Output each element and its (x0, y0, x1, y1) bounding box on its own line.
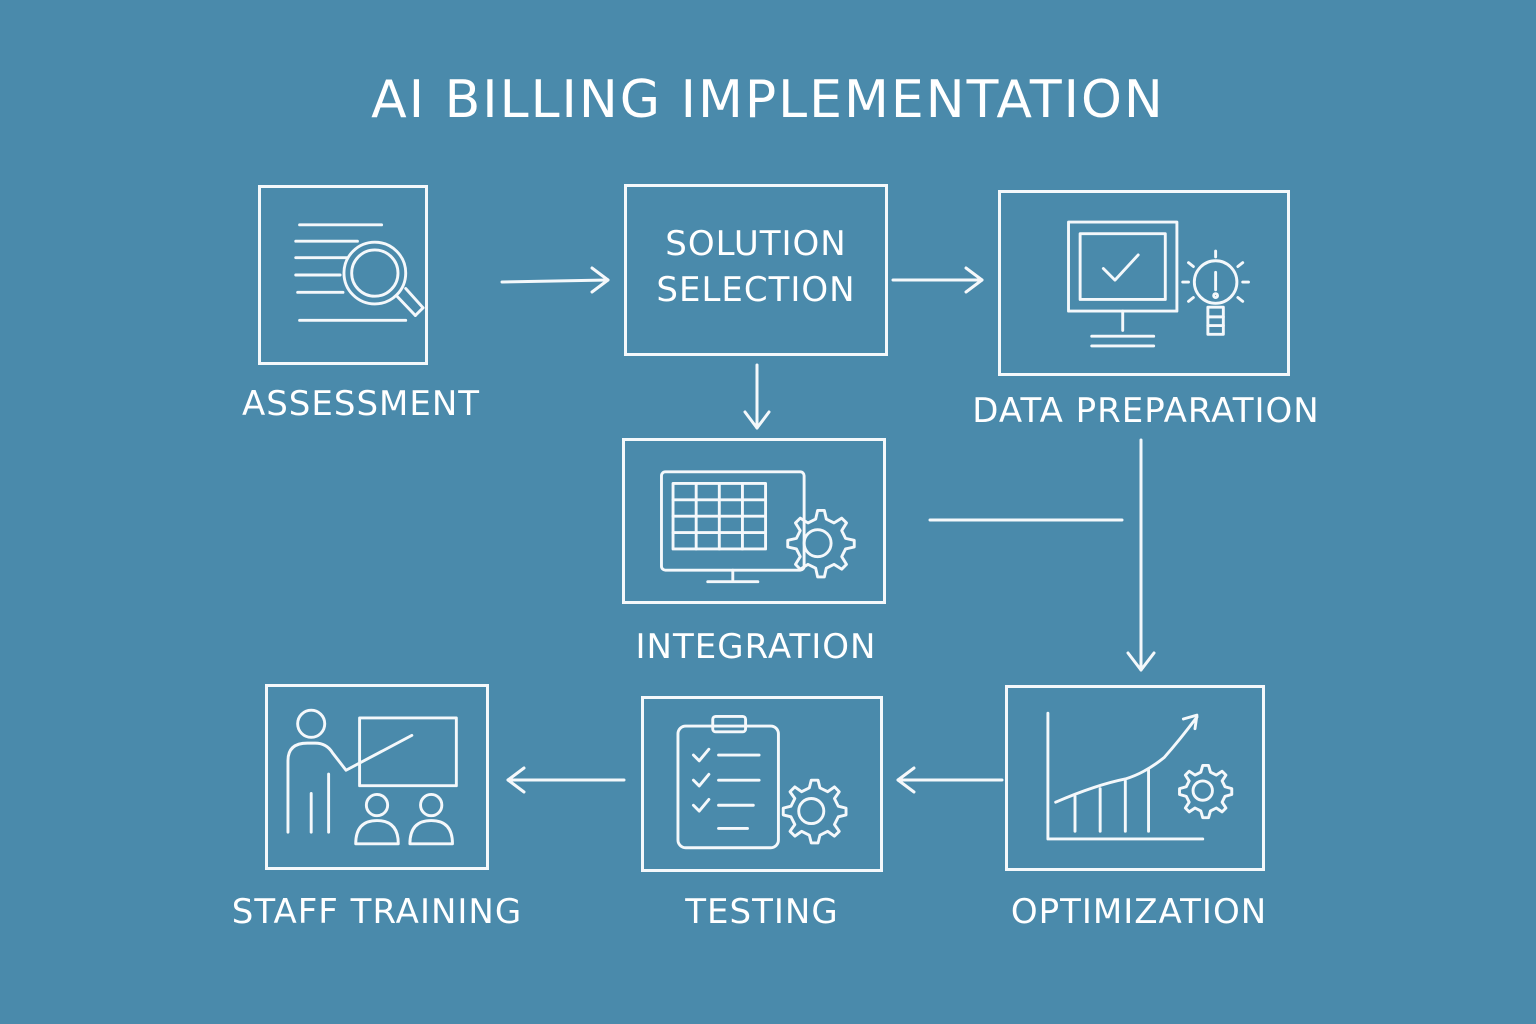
solution-selection-label-line1: SOLUTION (665, 224, 847, 264)
growth-chart-gear-icon (1046, 711, 1234, 841)
integration-box (622, 438, 886, 604)
integration-label: INTEGRATION (635, 627, 877, 667)
arrowhead-testing-to-training (506, 766, 526, 794)
arrowhead-selection-to-integration (743, 410, 771, 430)
testing-label: TESTING (685, 892, 839, 932)
arrow-assessment-to-selection (500, 278, 610, 284)
presenter-audience-icon (286, 708, 458, 846)
assessment-box (258, 185, 428, 365)
solution-selection-box: SOLUTION SELECTION (624, 184, 888, 356)
assessment-label: ASSESSMENT (241, 384, 481, 424)
data-preparation-box (998, 190, 1290, 376)
data-preparation-label: DATA PREPARATION (972, 391, 1320, 431)
solution-selection-label-line2: SELECTION (656, 270, 856, 310)
arrowhead-selection-to-dataprep (964, 266, 984, 294)
document-magnifier-icon (294, 223, 425, 322)
checklist-gear-icon (676, 714, 848, 850)
arrowhead-dataprep-to-optimization (1126, 651, 1156, 672)
staff-training-label: STAFF TRAINING (231, 892, 523, 932)
arrowhead-assessment-to-selection (590, 266, 610, 294)
staff-training-box (265, 684, 489, 870)
spreadsheet-gear-icon (660, 470, 856, 584)
diagram-title: AI BILLING IMPLEMENTATION (371, 70, 1165, 130)
optimization-label: OPTIMIZATION (1010, 892, 1268, 932)
testing-box (641, 696, 883, 872)
monitor-check-lightbulb-icon (1067, 220, 1250, 348)
optimization-box (1005, 685, 1265, 871)
arrowhead-optimization-to-testing (896, 766, 916, 794)
